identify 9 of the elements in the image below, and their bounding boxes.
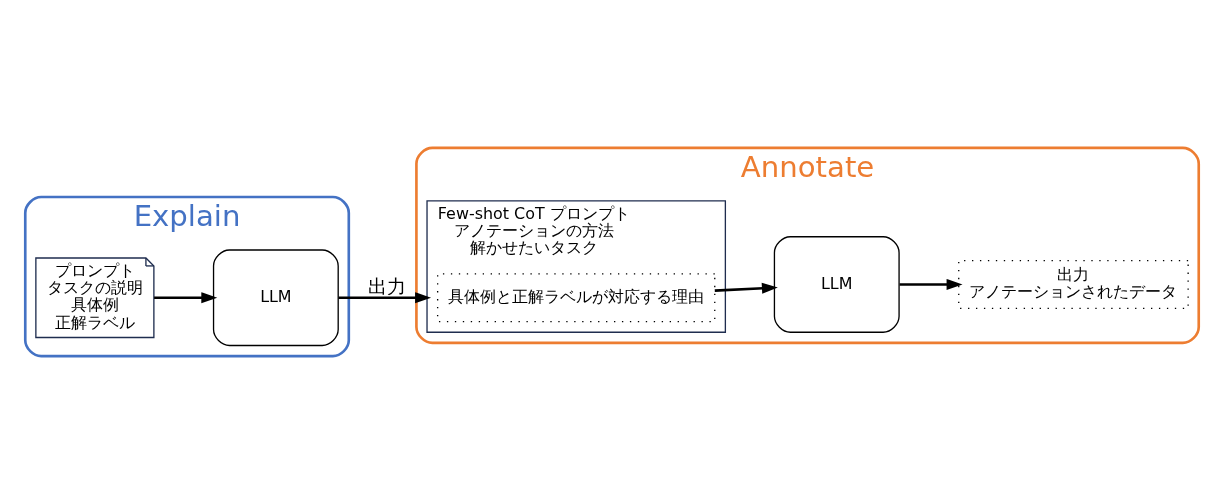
node-box: 出力 アノテーションされたデータ: [958, 259, 1189, 309]
arrow: [899, 278, 963, 290]
arrow: [714, 282, 778, 294]
node-box: 具体例と正解ラベルが対応する理由: [436, 272, 716, 322]
arrow: [154, 291, 218, 303]
node-box: LLM: [773, 235, 900, 333]
node-box: LLM: [212, 248, 339, 346]
arrow: [338, 291, 432, 303]
edge-label: 出力: [367, 275, 406, 297]
